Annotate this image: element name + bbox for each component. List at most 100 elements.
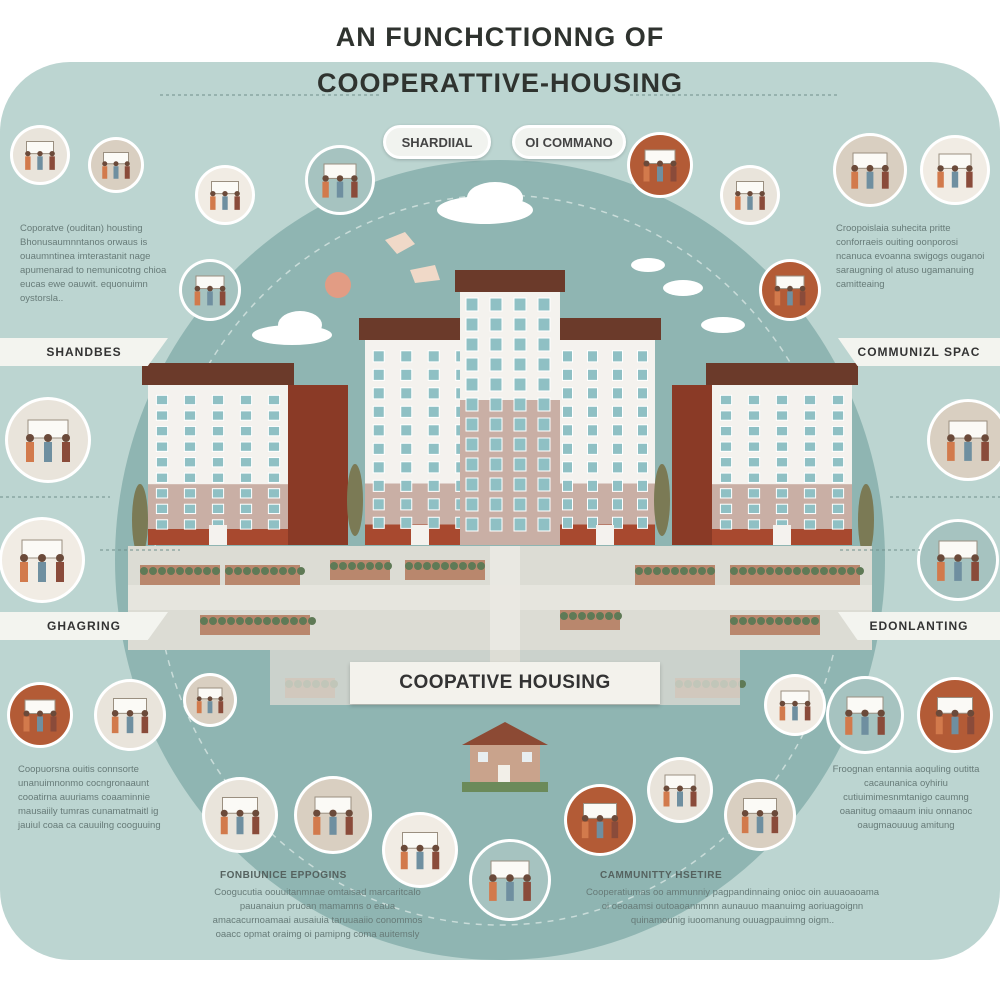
window <box>155 441 169 452</box>
window <box>465 477 479 492</box>
person-head <box>313 809 321 817</box>
window <box>719 519 733 530</box>
plant <box>261 567 269 575</box>
plant <box>605 612 613 620</box>
window <box>587 498 598 511</box>
window <box>372 350 385 363</box>
person-head <box>432 844 440 852</box>
window <box>372 368 385 381</box>
window <box>211 441 225 452</box>
window <box>465 377 479 392</box>
plant <box>757 617 765 625</box>
window <box>775 488 789 499</box>
plant <box>263 617 271 625</box>
person-head <box>416 844 424 852</box>
window <box>719 394 733 406</box>
plant <box>272 617 280 625</box>
window <box>465 517 479 532</box>
illustration-circle <box>88 137 144 193</box>
plant <box>775 617 783 625</box>
window <box>489 377 503 392</box>
plant <box>450 562 458 570</box>
window <box>465 497 479 512</box>
person-head <box>44 434 52 442</box>
window <box>775 425 789 437</box>
plant <box>784 617 792 625</box>
building-roof <box>549 318 661 340</box>
person-body <box>741 816 749 834</box>
small-house <box>462 722 548 792</box>
person-head <box>663 785 670 792</box>
person-body <box>690 791 697 807</box>
person-body <box>951 716 959 735</box>
person-head <box>971 554 979 562</box>
plant <box>775 567 783 575</box>
illustration-circle <box>564 784 636 856</box>
person-head <box>967 709 975 717</box>
window <box>513 377 527 392</box>
person-head <box>937 554 945 562</box>
person-head <box>141 710 149 717</box>
window <box>612 479 623 492</box>
window <box>612 424 623 437</box>
window <box>562 461 573 474</box>
garden-path <box>128 585 872 610</box>
bottom-left-text: Coogucutia oouuitanmnae omtaisad marcari… <box>212 887 423 940</box>
window <box>747 472 761 483</box>
text-block-left-top: Coporatve (ouditan) housting Bhonusaumnn… <box>20 223 167 304</box>
person-body <box>432 851 440 870</box>
person-head <box>799 285 806 292</box>
cloud <box>467 182 523 214</box>
person-head <box>981 434 989 442</box>
plant <box>784 567 792 575</box>
person-head <box>581 815 589 822</box>
illustration-circle <box>917 677 993 753</box>
window <box>211 503 225 515</box>
person-body <box>336 181 344 198</box>
building <box>706 363 858 545</box>
plant <box>158 567 166 575</box>
sun-icon <box>325 272 351 298</box>
person-body <box>954 561 962 581</box>
window <box>562 368 573 381</box>
person-head <box>234 190 240 197</box>
plant <box>811 567 819 575</box>
plant <box>730 567 738 575</box>
person-body <box>124 166 130 179</box>
window <box>427 479 440 492</box>
tree <box>654 464 670 536</box>
person-head <box>877 709 885 717</box>
person-head <box>37 150 43 157</box>
person-head <box>804 700 811 707</box>
person-body <box>964 441 972 461</box>
window <box>155 457 169 468</box>
plant <box>167 567 175 575</box>
person-body <box>313 816 321 835</box>
ribbon-sharing: GHAGRING <box>0 612 168 640</box>
person-body <box>351 181 358 198</box>
person-body <box>111 716 119 734</box>
window <box>562 387 573 400</box>
window <box>637 350 648 363</box>
plant <box>569 612 577 620</box>
person-head <box>779 700 786 707</box>
window <box>489 297 503 312</box>
building-stairwell <box>672 385 712 545</box>
window <box>562 498 573 511</box>
pill-shared[interactable]: SHARDIIAL <box>383 125 491 159</box>
plant <box>793 617 801 625</box>
plant <box>820 567 828 575</box>
person-head <box>329 809 337 817</box>
person-body <box>523 881 531 901</box>
person-head <box>677 785 683 792</box>
cloud <box>631 258 665 272</box>
window <box>513 357 527 372</box>
pill-community[interactable]: OI COMMANO <box>512 125 626 159</box>
illustration-circle <box>195 165 255 225</box>
plant <box>644 567 652 575</box>
building-roof <box>142 363 294 385</box>
person-head <box>935 709 943 717</box>
center-label: COOPATIVE HOUSING <box>350 662 660 704</box>
person-body <box>38 562 46 582</box>
person-head <box>759 190 765 197</box>
